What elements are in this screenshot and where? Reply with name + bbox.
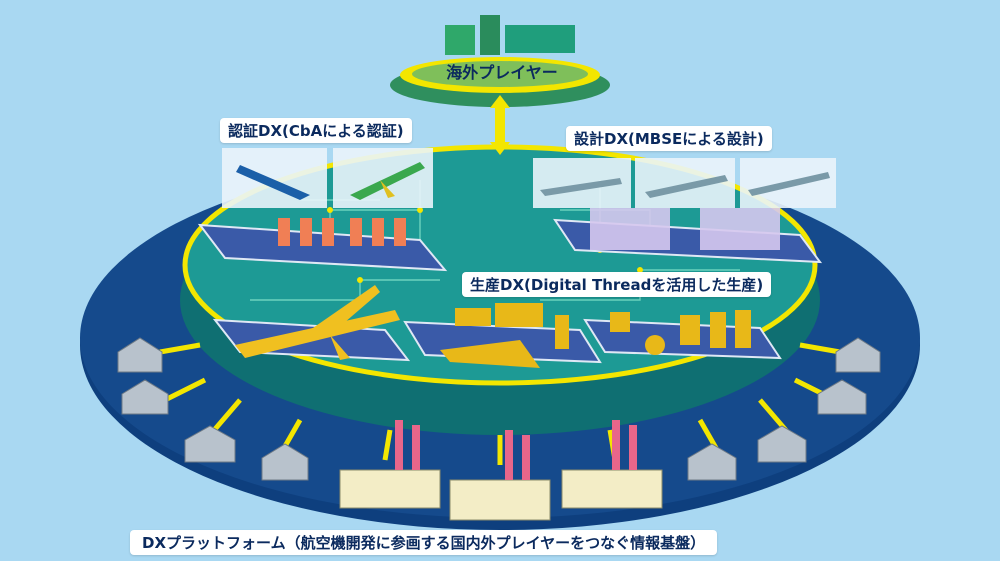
airplane-icon [236, 162, 425, 200]
link-arrow [490, 95, 510, 155]
cert-image-2 [333, 148, 433, 208]
certification-dx-label: 認証DX(CbAによる認証) [220, 118, 412, 143]
overseas-platform [390, 15, 610, 107]
design-dx-label: 設計DX(MBSEによる設計) [566, 126, 772, 151]
design-image-2 [635, 158, 735, 208]
meeting-people-icon [278, 218, 406, 246]
airplane-icon [235, 285, 400, 360]
platform-label: DXプラットフォーム（航空機開発に参画する国内外プレイヤーをつなぐ情報基盤） [130, 530, 718, 555]
production-dx-label: 生産DX(Digital Threadを活用した生産) [462, 272, 772, 297]
overseas-players-label: 海外プレイヤー [446, 63, 558, 82]
part-icon [440, 303, 751, 368]
cert-image-1 [222, 148, 327, 208]
factory-icon [339, 420, 663, 521]
airplane-icon [540, 172, 830, 198]
warehouse-icon [117, 337, 881, 481]
